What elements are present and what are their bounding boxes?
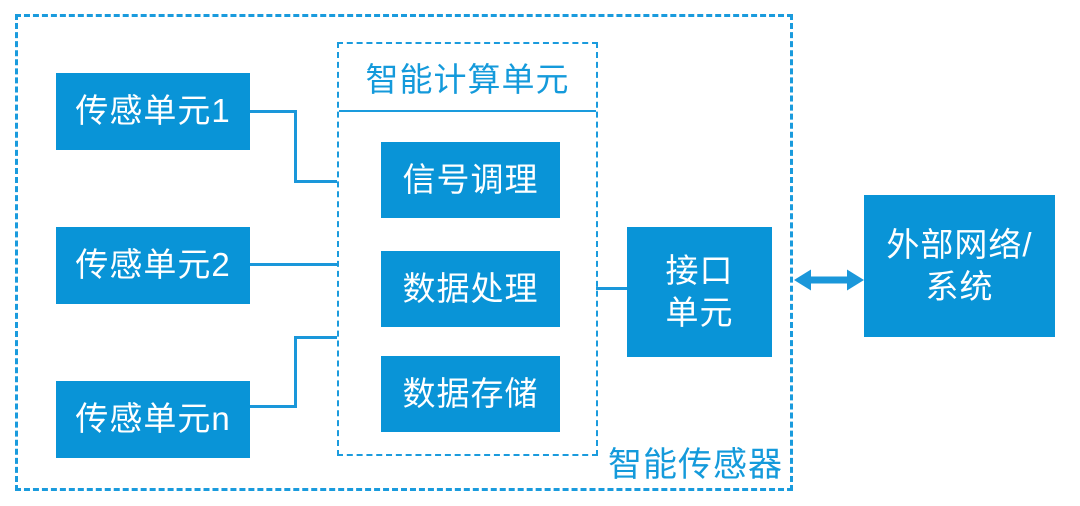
- node-data-processing: 数据处理: [381, 251, 560, 327]
- connector-sensor1-h2: [294, 180, 337, 183]
- connector-sensor2-h: [250, 263, 337, 266]
- node-interface-unit-label: 接口 单元: [666, 250, 734, 334]
- node-sensor-unit-2: 传感单元2: [56, 227, 250, 304]
- external-network-line1: 外部网络/: [886, 225, 1033, 263]
- connector-sensor1-v: [294, 110, 297, 183]
- node-external-network: 外部网络/ 系统: [864, 195, 1055, 337]
- node-sensor-unit-n-label: 传感单元n: [75, 400, 231, 438]
- node-data-storage: 数据存储: [381, 356, 560, 432]
- external-network-line2: 系统: [925, 268, 994, 305]
- node-external-network-label: 外部网络/ 系统: [886, 224, 1032, 308]
- node-interface-unit: 接口 单元: [627, 227, 772, 357]
- connector-sensor1-h1: [250, 110, 297, 113]
- node-signal-conditioning: 信号调理: [381, 142, 560, 218]
- node-data-storage-label: 数据存储: [402, 374, 539, 412]
- double-arrow-icon: [794, 266, 864, 294]
- node-data-processing-label: 数据处理: [402, 269, 539, 307]
- computing-unit-title: 智能计算单元: [339, 44, 596, 112]
- node-signal-conditioning-label: 信号调理: [402, 160, 539, 198]
- connector-sensorn-v: [294, 336, 297, 408]
- node-sensor-unit-n: 传感单元n: [56, 381, 250, 458]
- connector-sensorn-h2: [294, 336, 337, 339]
- computing-unit-boundary: 智能计算单元: [337, 42, 598, 456]
- connector-compute-interface: [596, 287, 627, 290]
- connector-sensorn-h1: [250, 405, 297, 408]
- node-sensor-unit-2-label: 传感单元2: [75, 246, 231, 284]
- interface-unit-line2: 单元: [665, 294, 734, 331]
- node-sensor-unit-1: 传感单元1: [56, 73, 250, 150]
- smart-sensor-boundary: [15, 14, 793, 491]
- interface-unit-line1: 接口: [665, 251, 734, 289]
- node-sensor-unit-1-label: 传感单元1: [75, 92, 231, 130]
- smart-sensor-caption: 智能传感器: [608, 446, 783, 484]
